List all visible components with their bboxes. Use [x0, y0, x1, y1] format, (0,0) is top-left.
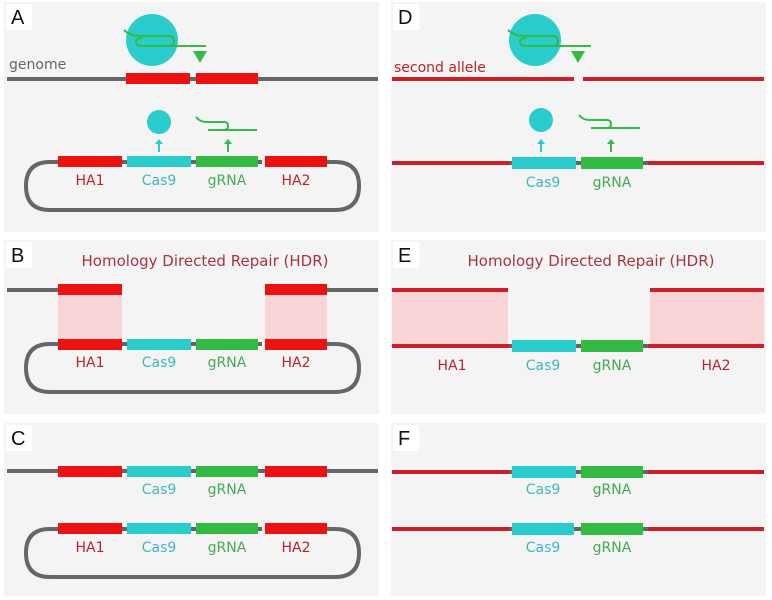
genome-label: genome: [9, 57, 66, 73]
cas9-label: Cas9: [526, 358, 561, 374]
panel-c-background: [4, 423, 379, 596]
ha1-label: HA1: [75, 540, 104, 556]
panel-a-letter: A: [11, 7, 25, 29]
ha2-label: HA2: [281, 355, 310, 371]
plasmid-ha2: [265, 156, 327, 167]
grna-icon: [195, 116, 257, 131]
grna-label: gRNA: [593, 175, 632, 191]
genome-ha1: [58, 284, 122, 295]
panel-a-letter-box: [6, 4, 32, 30]
genome-ha2: [265, 284, 327, 295]
plasmid-ha1: [58, 156, 122, 167]
panel-f-background: [391, 423, 766, 596]
grna-label: gRNA: [593, 540, 632, 556]
panel-b: B Homology Directed Repair (HDR) HA1 Cas…: [4, 240, 379, 414]
plasmid-backbone: [23, 527, 362, 579]
cas9-arrow-icon: [155, 139, 163, 152]
cas9-label: Cas9: [142, 482, 177, 498]
donor-cas9: [512, 157, 576, 169]
cas9-grna-complex-icon: [507, 14, 591, 66]
cas9-label: Cas9: [526, 540, 561, 556]
cas9-label: Cas9: [142, 355, 177, 371]
ha1-homology-fill: [58, 290, 122, 346]
grna-label: gRNA: [593, 358, 632, 374]
ha2-homology-fill: [265, 290, 327, 346]
grna-label: gRNA: [208, 482, 247, 498]
grna-arrow-icon: [224, 139, 232, 152]
panel-d-letter: D: [398, 7, 412, 29]
ha2-label: HA2: [701, 358, 730, 374]
plasmid-backbone: [23, 342, 362, 394]
ha1-label: HA1: [75, 355, 104, 371]
panel-e-letter: E: [398, 245, 411, 267]
panel-f: F Cas9 gRNA Cas9 gRNA: [391, 423, 766, 596]
plasmid-cas9: [127, 156, 191, 167]
cas9-grna-complex-icon: [123, 14, 207, 66]
ha2-homology-fill: [650, 290, 764, 346]
plasmid-grna: [196, 156, 258, 167]
ha1-label: HA1: [437, 358, 466, 374]
cas9-label: Cas9: [526, 175, 561, 191]
panel-a: A genome HA1 Cas9 gRNA: [4, 2, 379, 232]
grna-label: gRNA: [593, 482, 632, 498]
panel-d: D second allele Cas9 gRNA: [391, 2, 766, 232]
panel-c: C Cas9 gRNA HA1 Cas9 gRNA HA2: [4, 423, 379, 596]
panel-e: E Homology Directed Repair (HDR) HA1 Cas…: [391, 240, 766, 414]
grna-arrow-icon: [607, 139, 615, 152]
panel-d-background: [391, 2, 766, 232]
panel-b-letter: B: [11, 245, 24, 267]
panel-f-letter: F: [398, 428, 410, 450]
ha2-label: HA2: [281, 540, 310, 556]
panel-a-background: [4, 2, 379, 232]
cut-site-marker-icon: [571, 51, 585, 63]
cas9-label: Cas9: [142, 173, 177, 189]
grna-label: gRNA: [208, 173, 247, 189]
panel-b-title: Homology Directed Repair (HDR): [82, 252, 329, 270]
cas9-label: Cas9: [142, 540, 177, 556]
cas9-protein-icon: [147, 110, 171, 134]
second-allele-label: second allele: [394, 60, 486, 76]
cas9-protein-icon: [529, 108, 553, 132]
donor-grna: [581, 157, 643, 169]
genome-target-left: [126, 73, 190, 84]
grna-icon: [578, 114, 640, 129]
panel-c-letter: C: [11, 428, 25, 450]
panel-e-title: Homology Directed Repair (HDR): [468, 252, 715, 270]
ha1-homology-fill: [392, 290, 508, 346]
cut-site-marker-icon: [193, 51, 207, 63]
cas9-label: Cas9: [526, 482, 561, 498]
plasmid-backbone: [23, 160, 362, 212]
cas9-arrow-icon: [537, 139, 545, 152]
grna-label: gRNA: [208, 540, 247, 556]
genome-target-right: [196, 73, 258, 84]
grna-label: gRNA: [208, 355, 247, 371]
ha1-label: HA1: [75, 173, 104, 189]
ha2-label: HA2: [281, 173, 310, 189]
